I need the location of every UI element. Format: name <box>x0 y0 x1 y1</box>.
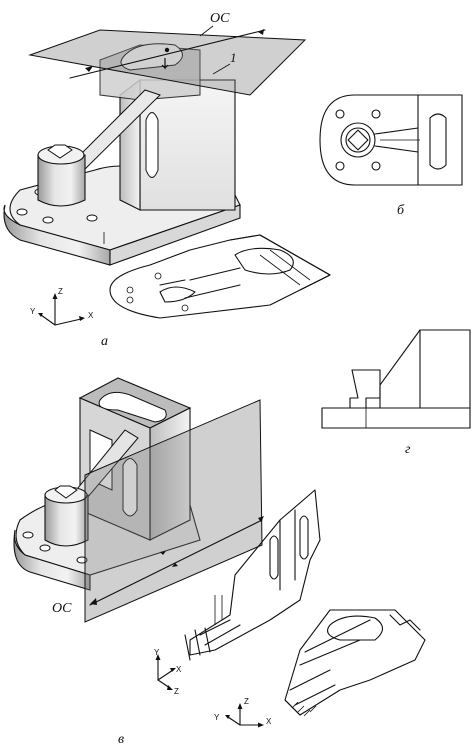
arrow-icon <box>160 551 166 555</box>
base-hole <box>86 214 98 222</box>
axis-triad-icon <box>38 293 85 326</box>
axis-label-x: X <box>88 311 94 320</box>
axis-label-y: Y <box>154 648 160 657</box>
base-hole <box>39 544 51 552</box>
base-plate-front <box>109 204 241 266</box>
base-hole <box>16 208 28 216</box>
axis-triad-icon <box>225 703 264 728</box>
view-v-section-shape-1 <box>184 489 321 661</box>
axis-label-x: X <box>176 665 182 674</box>
section-plane-vertical <box>84 399 264 623</box>
view-v-section-shape-2 <box>284 609 426 717</box>
cylinder-boss <box>44 494 89 547</box>
cylinder-notch <box>47 144 73 159</box>
base-plate-side <box>13 529 91 591</box>
label-view-a: а <box>101 334 108 349</box>
axis-label-y: Y <box>214 713 220 722</box>
label-marker-one: 1 <box>230 50 237 65</box>
axis-label-z: Z <box>174 687 179 696</box>
view-a-part <box>3 43 241 266</box>
arrow-icon <box>258 516 264 522</box>
wall-slot <box>145 112 159 178</box>
axis-label-x: X <box>266 717 272 726</box>
arrow-icon <box>172 563 178 567</box>
section-plane-horizontal <box>28 29 307 96</box>
axis-label-z: Z <box>244 697 249 706</box>
base-hole <box>42 216 54 224</box>
view-a-section-shape <box>109 234 331 319</box>
axis-label-y: Y <box>30 307 36 316</box>
axis-label-z: Z <box>58 287 63 296</box>
view-g-side-view <box>321 329 471 429</box>
view-v-part <box>13 377 201 591</box>
label-section-plane-top: ОС <box>210 11 230 26</box>
label-view-v: в <box>118 732 124 745</box>
cylinder-notch <box>54 485 78 499</box>
axis-triad-icon <box>155 654 176 690</box>
block-slot-side <box>122 458 138 517</box>
base-hole <box>22 531 34 539</box>
cylinder-boss <box>37 154 86 207</box>
label-view-g: г <box>405 442 411 457</box>
arrow-icon <box>161 58 169 70</box>
arrow-icon <box>258 29 264 35</box>
view-b-top-view <box>319 94 463 186</box>
label-section-plane-bottom: ОС <box>52 601 72 616</box>
arrow-icon <box>90 598 97 605</box>
arrow-icon <box>85 66 93 72</box>
label-view-b: б <box>397 203 405 218</box>
